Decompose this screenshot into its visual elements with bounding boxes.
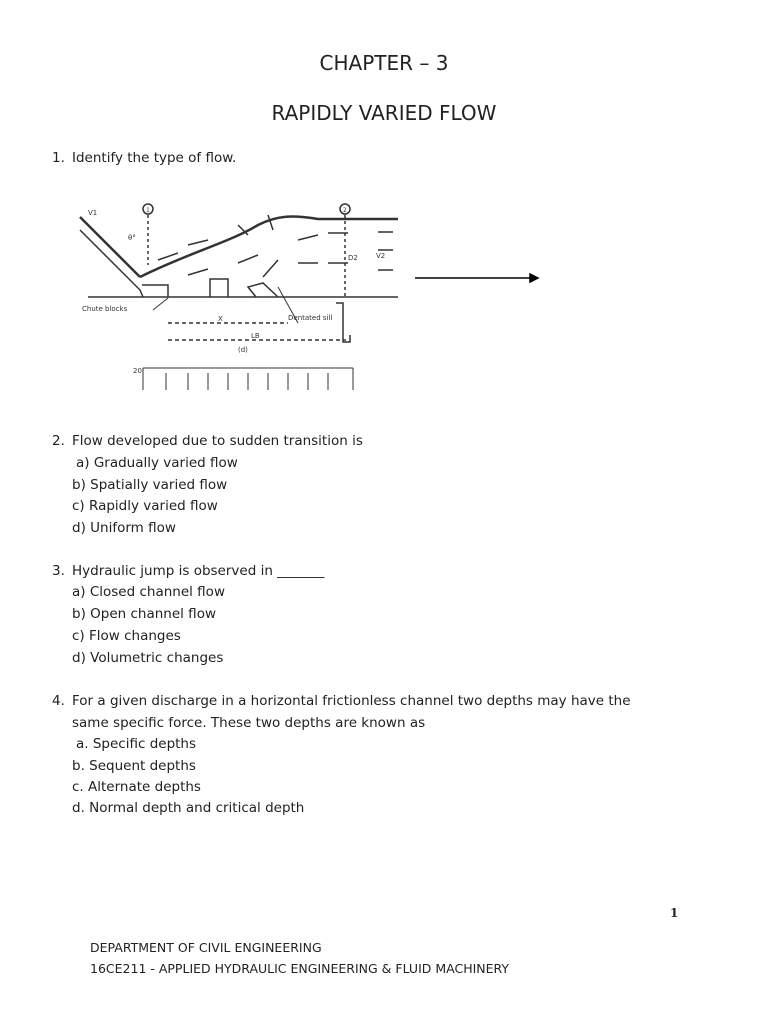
section-title: RAPIDLY VARIED FLOW — [271, 101, 497, 125]
footer-course: 16CE211 - APPLIED HYDRAULIC ENGINEERING … — [90, 961, 510, 976]
question-text: Hydraulic jump is observed in _______ — [72, 563, 325, 579]
question-text-line2: same specific force. These two depths ar… — [72, 715, 426, 731]
chapter-title: CHAPTER – 3 — [319, 51, 449, 75]
option-a: a) Closed channel flow — [72, 584, 225, 600]
question-text: Flow developed due to sudden transition … — [72, 433, 363, 449]
option-d: d) Volumetric changes — [72, 650, 224, 666]
label-chute-blocks: Chute blocks — [82, 305, 128, 313]
label-v1: V1 — [88, 209, 97, 217]
option-a: a) Gradually varied flow — [76, 455, 238, 471]
label-x: X — [218, 315, 223, 323]
scale-bar — [142, 367, 354, 390]
page-number: 1 — [670, 906, 679, 920]
flow-arrows — [157, 214, 393, 278]
end-wall — [336, 302, 351, 343]
label-dentated-sill: Dentated sill — [288, 314, 332, 322]
option-b: b. Sequent depths — [72, 758, 196, 774]
label-caption: (d) — [238, 346, 248, 354]
question-text: Identify the type of flow. — [72, 150, 237, 166]
option-c: c) Rapidly varied flow — [72, 498, 218, 514]
option-c: c) Flow changes — [72, 628, 181, 644]
section-lines — [147, 215, 346, 297]
blocks — [142, 278, 229, 297]
sill — [246, 282, 279, 298]
hydraulic-jump-figure: Chute blocks Dentated sill 1 2 X LB (d) … — [79, 203, 540, 390]
option-b: b) Open channel flow — [72, 606, 216, 622]
option-d: d) Uniform flow — [72, 520, 176, 536]
right-arrow-icon — [415, 272, 540, 284]
option-d: d. Normal depth and critical depth — [72, 800, 305, 816]
option-b: b) Spatially varied flow — [72, 477, 228, 493]
question-number: 3. — [52, 563, 65, 579]
option-c: c. Alternate depths — [72, 779, 201, 795]
option-a: a. Specific depths — [76, 736, 197, 752]
question-text-line1: For a given discharge in a horizontal fr… — [72, 693, 631, 709]
label-section-2: 2 — [343, 207, 347, 214]
question-number: 2. — [52, 433, 65, 449]
label-section-1: 1 — [146, 207, 150, 214]
question-number: 4. — [52, 693, 65, 709]
label-lb: LB — [251, 332, 260, 340]
footer-department: DEPARTMENT OF CIVIL ENGINEERING — [90, 940, 322, 955]
water-surface — [139, 215, 398, 279]
chute-slope — [79, 216, 141, 278]
chute-floor — [79, 229, 144, 298]
label-scale: 20 — [133, 367, 142, 375]
dimension-lines — [168, 322, 346, 341]
question-number: 1. — [52, 150, 65, 166]
label-angle: θ° — [128, 234, 136, 242]
label-d2: D2 — [348, 254, 358, 262]
label-v2: V2 — [376, 252, 385, 260]
